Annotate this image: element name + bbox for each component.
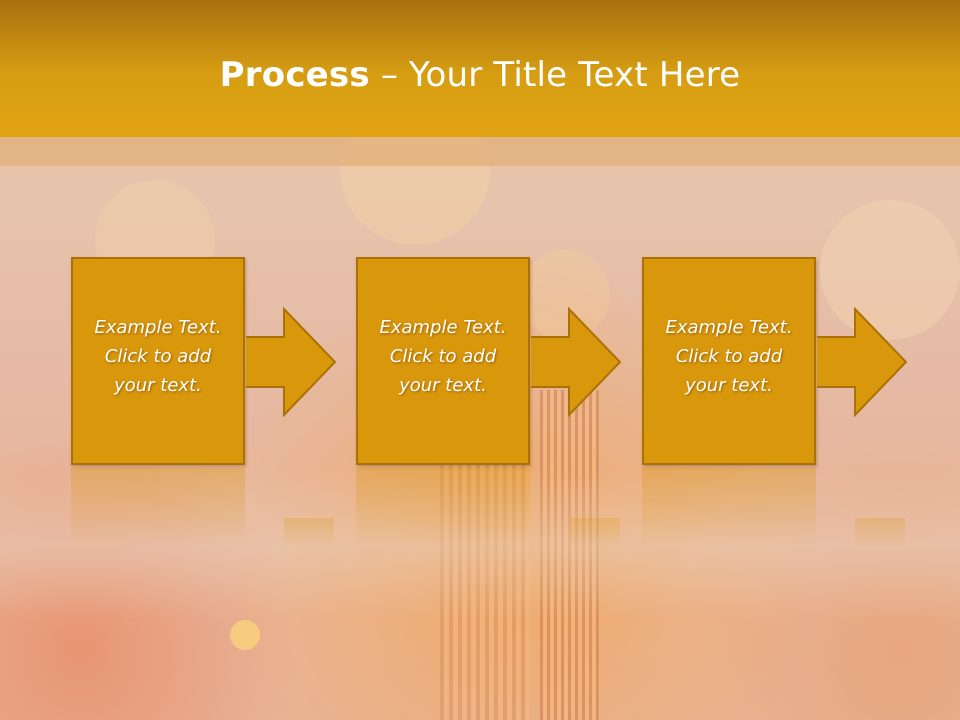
process-step-text[interactable]: Example Text. Click to add your text. bbox=[73, 313, 243, 400]
slide-title-separator: – bbox=[369, 55, 410, 95]
title-bar bbox=[0, 0, 960, 137]
process-step-3[interactable]: Example Text. Click to add your text. bbox=[642, 257, 816, 465]
bokeh-light bbox=[820, 200, 960, 340]
step-reflection bbox=[71, 468, 245, 548]
arrow-reflection bbox=[570, 518, 620, 548]
step-line: your text. bbox=[685, 375, 773, 396]
step-line: Click to add bbox=[389, 346, 497, 367]
arrow-reflection bbox=[855, 518, 905, 548]
bokeh-light bbox=[520, 250, 610, 340]
step-reflection bbox=[356, 468, 530, 548]
slide-title-text: Your Title Text Here bbox=[409, 55, 741, 95]
step-line: Example Text. bbox=[665, 317, 793, 338]
step-reflection bbox=[642, 468, 816, 548]
step-line: Click to add bbox=[675, 346, 783, 367]
right-arrow-icon bbox=[246, 307, 336, 417]
title-bar-band bbox=[0, 137, 960, 166]
slide-title[interactable]: Process – Your Title Text Here bbox=[0, 52, 960, 98]
step-line: Click to add bbox=[104, 346, 212, 367]
process-step-1[interactable]: Example Text. Click to add your text. bbox=[71, 257, 245, 465]
slide-title-bold: Process bbox=[219, 55, 370, 95]
background-haze bbox=[0, 470, 960, 620]
arrow-reflection bbox=[284, 518, 334, 548]
bokeh-light bbox=[230, 620, 260, 650]
right-arrow-icon bbox=[531, 307, 621, 417]
step-line: your text. bbox=[399, 375, 487, 396]
process-step-text[interactable]: Example Text. Click to add your text. bbox=[644, 313, 814, 400]
process-step-2[interactable]: Example Text. Click to add your text. bbox=[356, 257, 530, 465]
step-line: your text. bbox=[114, 375, 202, 396]
process-step-text[interactable]: Example Text. Click to add your text. bbox=[358, 313, 528, 400]
step-line: Example Text. bbox=[379, 317, 507, 338]
right-arrow-icon bbox=[817, 307, 907, 417]
step-line: Example Text. bbox=[94, 317, 222, 338]
